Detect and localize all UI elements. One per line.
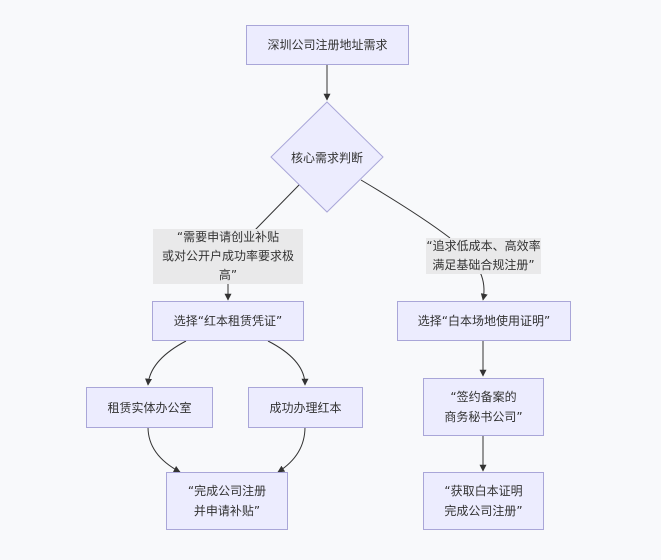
edge-label-to-white: “追求低成本、高效率 满足基础合规注册”: [426, 238, 541, 274]
edge-red-choice-rent-office: [145, 340, 187, 386]
node-sign-secretary[interactable]: “签约备案的 商务秘书公司”: [423, 378, 544, 436]
edge-red-success-red-done: [277, 426, 306, 473]
edge-decision-red-choice: [254, 184, 300, 231]
node-decision-label: 核心需求判断: [290, 150, 363, 165]
edge-rent-office-red-done: [147, 426, 181, 473]
decision-diamond[interactable]: [270, 101, 384, 213]
node-white-choice[interactable]: 选择“白本场地使用证明”: [397, 301, 571, 341]
edge-decision-white-choice: [360, 179, 451, 239]
node-red-success[interactable]: 成功办理红本: [248, 387, 363, 428]
node-start[interactable]: 深圳公司注册地址需求: [246, 25, 409, 65]
edge-label-to-red: “需要申请创业补贴 或对公开户成功率要求极 高”: [153, 229, 303, 284]
edge-red-choice-red-success: [267, 340, 309, 386]
node-red-choice[interactable]: 选择“红本租赁凭证”: [152, 301, 304, 341]
node-white-done[interactable]: “获取白本证明 完成公司注册”: [423, 472, 544, 530]
node-rent-office[interactable]: 租赁实体办公室: [86, 387, 213, 428]
node-red-done[interactable]: “完成公司注册 并申请补贴”: [166, 472, 288, 530]
edge-decision-white-choice-tail: [479, 271, 488, 301]
